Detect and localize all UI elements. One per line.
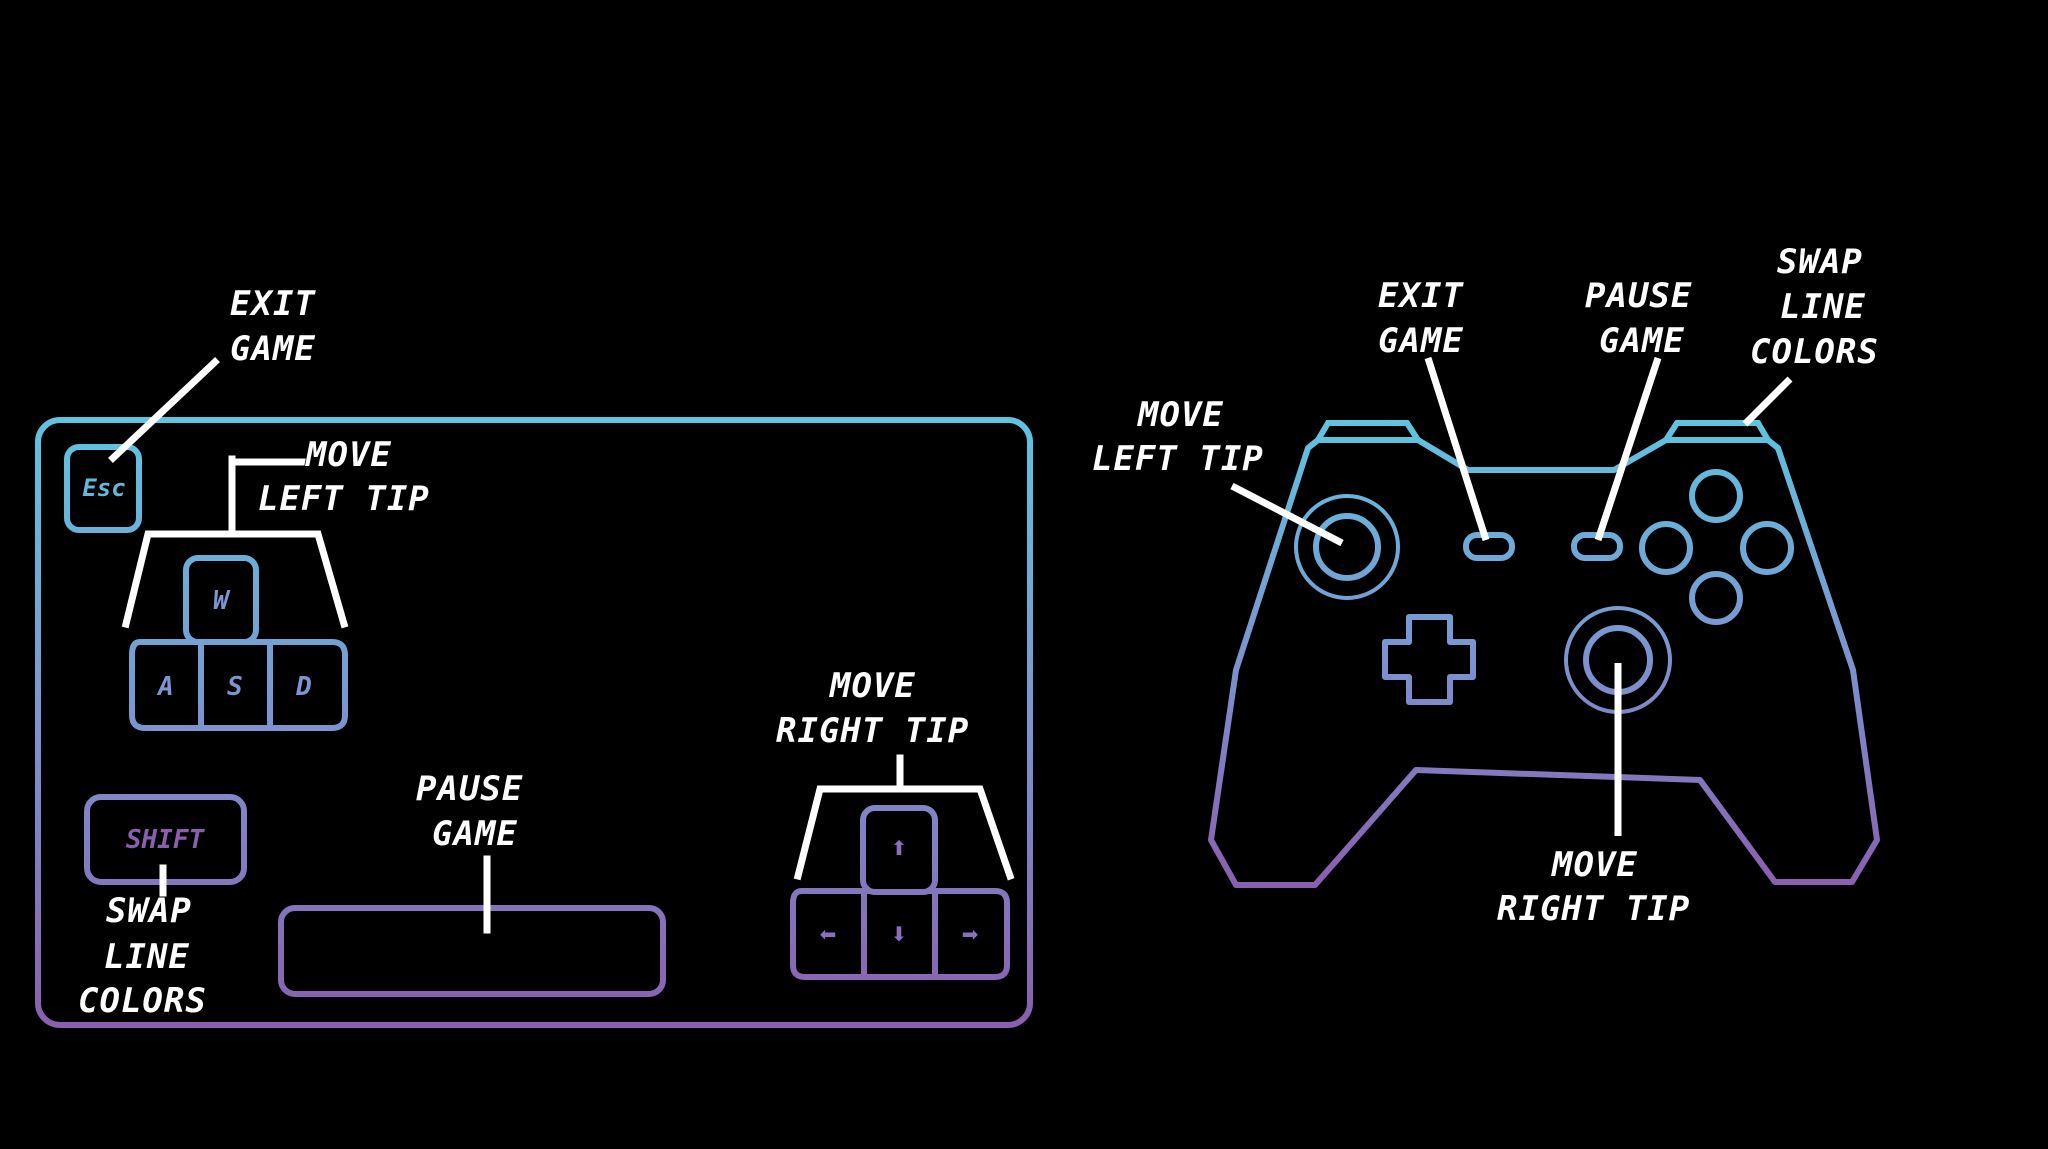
keyboard-move-right-label: MOVE RIGHT TIP [776, 666, 969, 751]
keyboard-callouts [108, 357, 1015, 934]
controller-move-left-label: MOVE LEFT TIP [1092, 395, 1264, 479]
arrow-right-icon: ➡ [962, 922, 979, 946]
controller-exit-label: EXIT GAME [1378, 276, 1485, 361]
controller-pause-label: PAUSE GAME [1585, 276, 1714, 361]
face-button-bottom[interactable] [1689, 571, 1743, 625]
keyboard-swap-label: SWAP LINE COLORS [78, 891, 213, 1021]
d-key-label: D [295, 672, 312, 702]
arrow-up-key[interactable] [860, 805, 938, 895]
w-key[interactable] [183, 555, 259, 645]
arrow-down-icon: ⬇ [891, 922, 908, 946]
w-key-label: W [213, 586, 231, 616]
keyboard-move-left-label: MOVE LEFT TIP [258, 435, 430, 519]
shift-key-label: SHIFT [126, 825, 206, 855]
controller-swap-label: SWAP LINE COLORS [1750, 242, 1887, 372]
wasd-cluster: W A S D [129, 555, 348, 731]
controller-callouts [1230, 356, 1793, 836]
left-stick-ring [1294, 494, 1400, 600]
esc-key[interactable]: Esc [64, 444, 142, 533]
esc-key-label: Esc [82, 474, 125, 502]
keyboard-panel: Esc W A S D SHIFT ⬆ ⬅ ⬇ [35, 283, 1033, 1028]
keyboard-frame [35, 417, 1033, 1028]
right-bumper[interactable] [1663, 420, 1771, 442]
select-button[interactable] [1463, 532, 1515, 561]
keyboard-pause-label: PAUSE GAME [416, 769, 545, 854]
left-bumper[interactable] [1315, 420, 1421, 442]
spacebar-key[interactable] [278, 905, 666, 997]
controller-body [1208, 437, 1880, 888]
controller-move-right-label: MOVE RIGHT TIP [1497, 845, 1690, 929]
arrow-up-icon: ⬆ [891, 836, 908, 860]
dpad[interactable] [1382, 614, 1476, 705]
keyboard-exit-label: EXIT GAME [230, 284, 337, 369]
arrow-cluster: ⬆ ⬅ ⬇ ➡ [790, 805, 1010, 980]
a-key-label: A [156, 672, 174, 702]
arrow-left-icon: ⬅ [820, 922, 837, 946]
left-stick[interactable] [1313, 513, 1381, 581]
s-key-label: S [227, 672, 243, 702]
face-button-left[interactable] [1639, 521, 1693, 575]
face-button-top[interactable] [1689, 469, 1743, 523]
gamepad: EXIT GAME PAUSE GAME SWAP LINE COLORS MO… [1091, 241, 1887, 930]
face-button-right[interactable] [1740, 521, 1794, 575]
